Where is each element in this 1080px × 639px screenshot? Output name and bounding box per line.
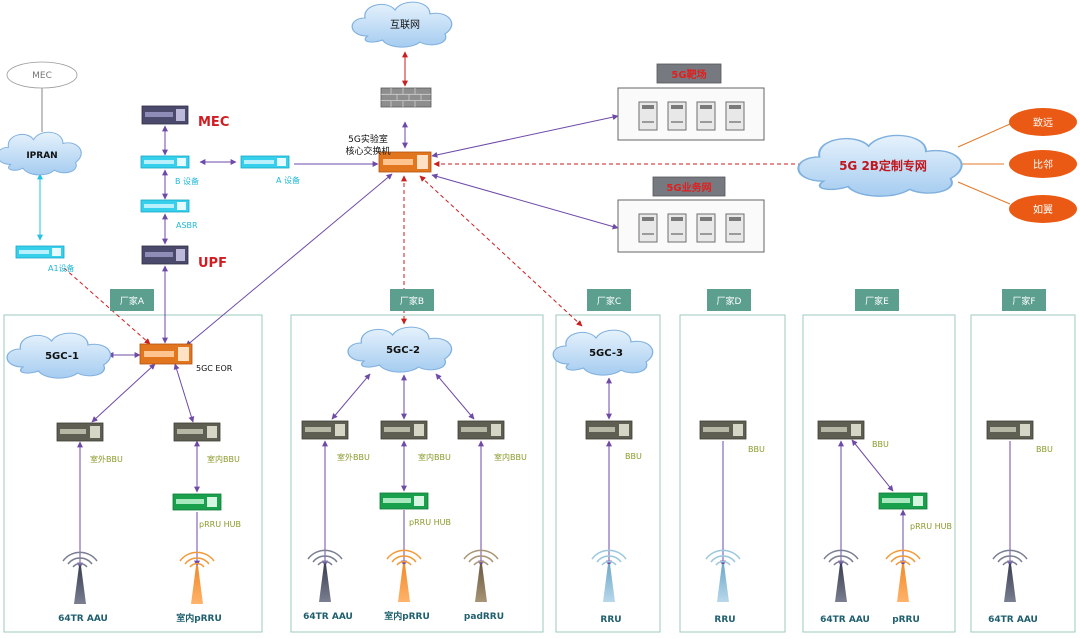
asbr-label: ASBR [176, 221, 198, 230]
upf-red-label: UPF [198, 256, 227, 271]
vendor-panel-f [970, 314, 1076, 633]
antenna-label-b-pad: padRRU [464, 612, 504, 622]
vendor-tags: 厂家A 厂家B 厂家C 厂家D 厂家E 厂家F [110, 289, 1046, 311]
prru-hub-label-a: pRRU HUB [199, 520, 241, 529]
b2b-network-cloud: 5G 2B定制专网 [797, 134, 963, 198]
5gc-3-label: 5GC-3 [589, 348, 623, 359]
antenna-label-c-rru: RRU [600, 615, 621, 625]
room-5g-business-label: 5G业务网 [666, 181, 711, 194]
5gc-1-label: 5GC-1 [45, 351, 79, 362]
bbu-label-e: BBU [872, 440, 889, 449]
antenna-icon [62, 551, 98, 604]
bbu-label-c: BBU [625, 452, 642, 461]
bbu-label-b-pad: 室内BBU [494, 452, 527, 462]
eor-label: 5GC EOR [196, 364, 233, 373]
prru-hubs [172, 492, 928, 511]
antenna-icon [885, 549, 921, 602]
antenna-icon [179, 551, 215, 604]
antenna-icon [386, 549, 422, 602]
antenna-label-e-prru: pRRU [892, 615, 920, 625]
asbr-device [140, 199, 190, 213]
5gc-2-label: 5GC-2 [386, 345, 420, 356]
customer-zhiyuan: 致远 [1009, 108, 1077, 136]
bbu-label-b-outdoor: 室外BBU [337, 452, 370, 462]
bbu-switches [56, 420, 1034, 442]
antenna-icon [591, 549, 627, 602]
customer-label-1: 比邻 [1033, 158, 1053, 171]
antenna-icon [463, 549, 499, 602]
firewall-icon [380, 87, 432, 108]
mec-oval-label: MEC [32, 71, 52, 81]
core-switch-label-1: 5G实验室 [348, 133, 388, 145]
upf-device [141, 245, 189, 265]
vendor-tag-c: 厂家C [597, 295, 621, 307]
5gc-2-cloud: 5GC-2 [347, 326, 453, 373]
internet-cloud: 互联网 [351, 1, 453, 48]
ipran-cloud: IPRAN [0, 131, 82, 176]
antenna-icon [992, 549, 1028, 602]
core-switch-label-2: 核心交换机 [345, 145, 390, 157]
bbu-label-f: BBU [1036, 445, 1053, 454]
vendor-panel-d [679, 314, 786, 633]
antenna-icon [307, 549, 343, 602]
vendor-tag-d: 厂家D [717, 295, 742, 307]
antennas [62, 549, 1028, 604]
bbu-label-a-outdoor: 室外BBU [90, 454, 123, 464]
antenna-label-a-aau: 64TR AAU [58, 614, 108, 624]
antenna-icon [823, 549, 859, 602]
b-device [140, 155, 190, 169]
vendor-panel-c [555, 314, 661, 633]
bbu-label-a-indoor: 室内BBU [207, 454, 240, 464]
vendor-tag-a: 厂家A [120, 295, 145, 307]
a1-device-label: A1设备 [48, 263, 75, 273]
room-5g-field: 5G靶场 [617, 63, 765, 141]
customer-label-2: 如翼 [1033, 203, 1053, 216]
eor-switch [139, 343, 193, 365]
customer-ruyi: 如翼 [1009, 195, 1077, 223]
ipran-label: IPRAN [26, 151, 57, 161]
mec-red-label: MEC [198, 115, 229, 130]
antenna-label-b-aau: 64TR AAU [303, 612, 353, 622]
a-device-label: A 设备 [276, 175, 300, 185]
5gc-3-cloud: 5GC-3 [552, 329, 654, 376]
b-device-label: B 设备 [175, 176, 199, 186]
a1-device [15, 245, 65, 259]
prru-hub-label-e: pRRU HUB [910, 522, 952, 531]
antenna-label-e-aau: 64TR AAU [820, 615, 870, 625]
prru-hub-label-b: pRRU HUB [409, 518, 451, 527]
vendor-panel-b [290, 314, 544, 633]
antenna-label-f-aau: 64TR AAU [988, 615, 1038, 625]
antenna-label-b-prru: 室内pRRU [384, 610, 430, 622]
vendor-panel-a [3, 314, 263, 633]
vendor-tag-b: 厂家B [400, 295, 424, 307]
antenna-label-a-prru: 室内pRRU [176, 612, 222, 624]
mec-device [141, 105, 189, 125]
vendor-tag-e: 厂家E [865, 295, 889, 307]
room-5g-business: 5G业务网 [617, 176, 765, 253]
room-5g-field-label: 5G靶场 [671, 68, 706, 81]
bbu-label-d: BBU [748, 445, 765, 454]
vendor-panel-e [802, 314, 956, 633]
antenna-icon [705, 549, 741, 602]
b2b-label: 5G 2B定制专网 [839, 158, 927, 173]
connections [37, 51, 1013, 569]
5gc-1-cloud: 5GC-1 [6, 332, 112, 379]
customer-label-0: 致远 [1033, 116, 1053, 129]
vendor-panels [3, 314, 1076, 633]
vendor-tag-f: 厂家F [1012, 295, 1035, 307]
internet-label: 互联网 [390, 19, 420, 31]
a-device [240, 155, 290, 169]
bbu-label-b-indoor: 室内BBU [418, 452, 451, 462]
customer-bilin: 比邻 [1009, 150, 1077, 178]
antenna-label-d-rru: RRU [714, 615, 735, 625]
mec-oval: MEC [6, 61, 78, 89]
